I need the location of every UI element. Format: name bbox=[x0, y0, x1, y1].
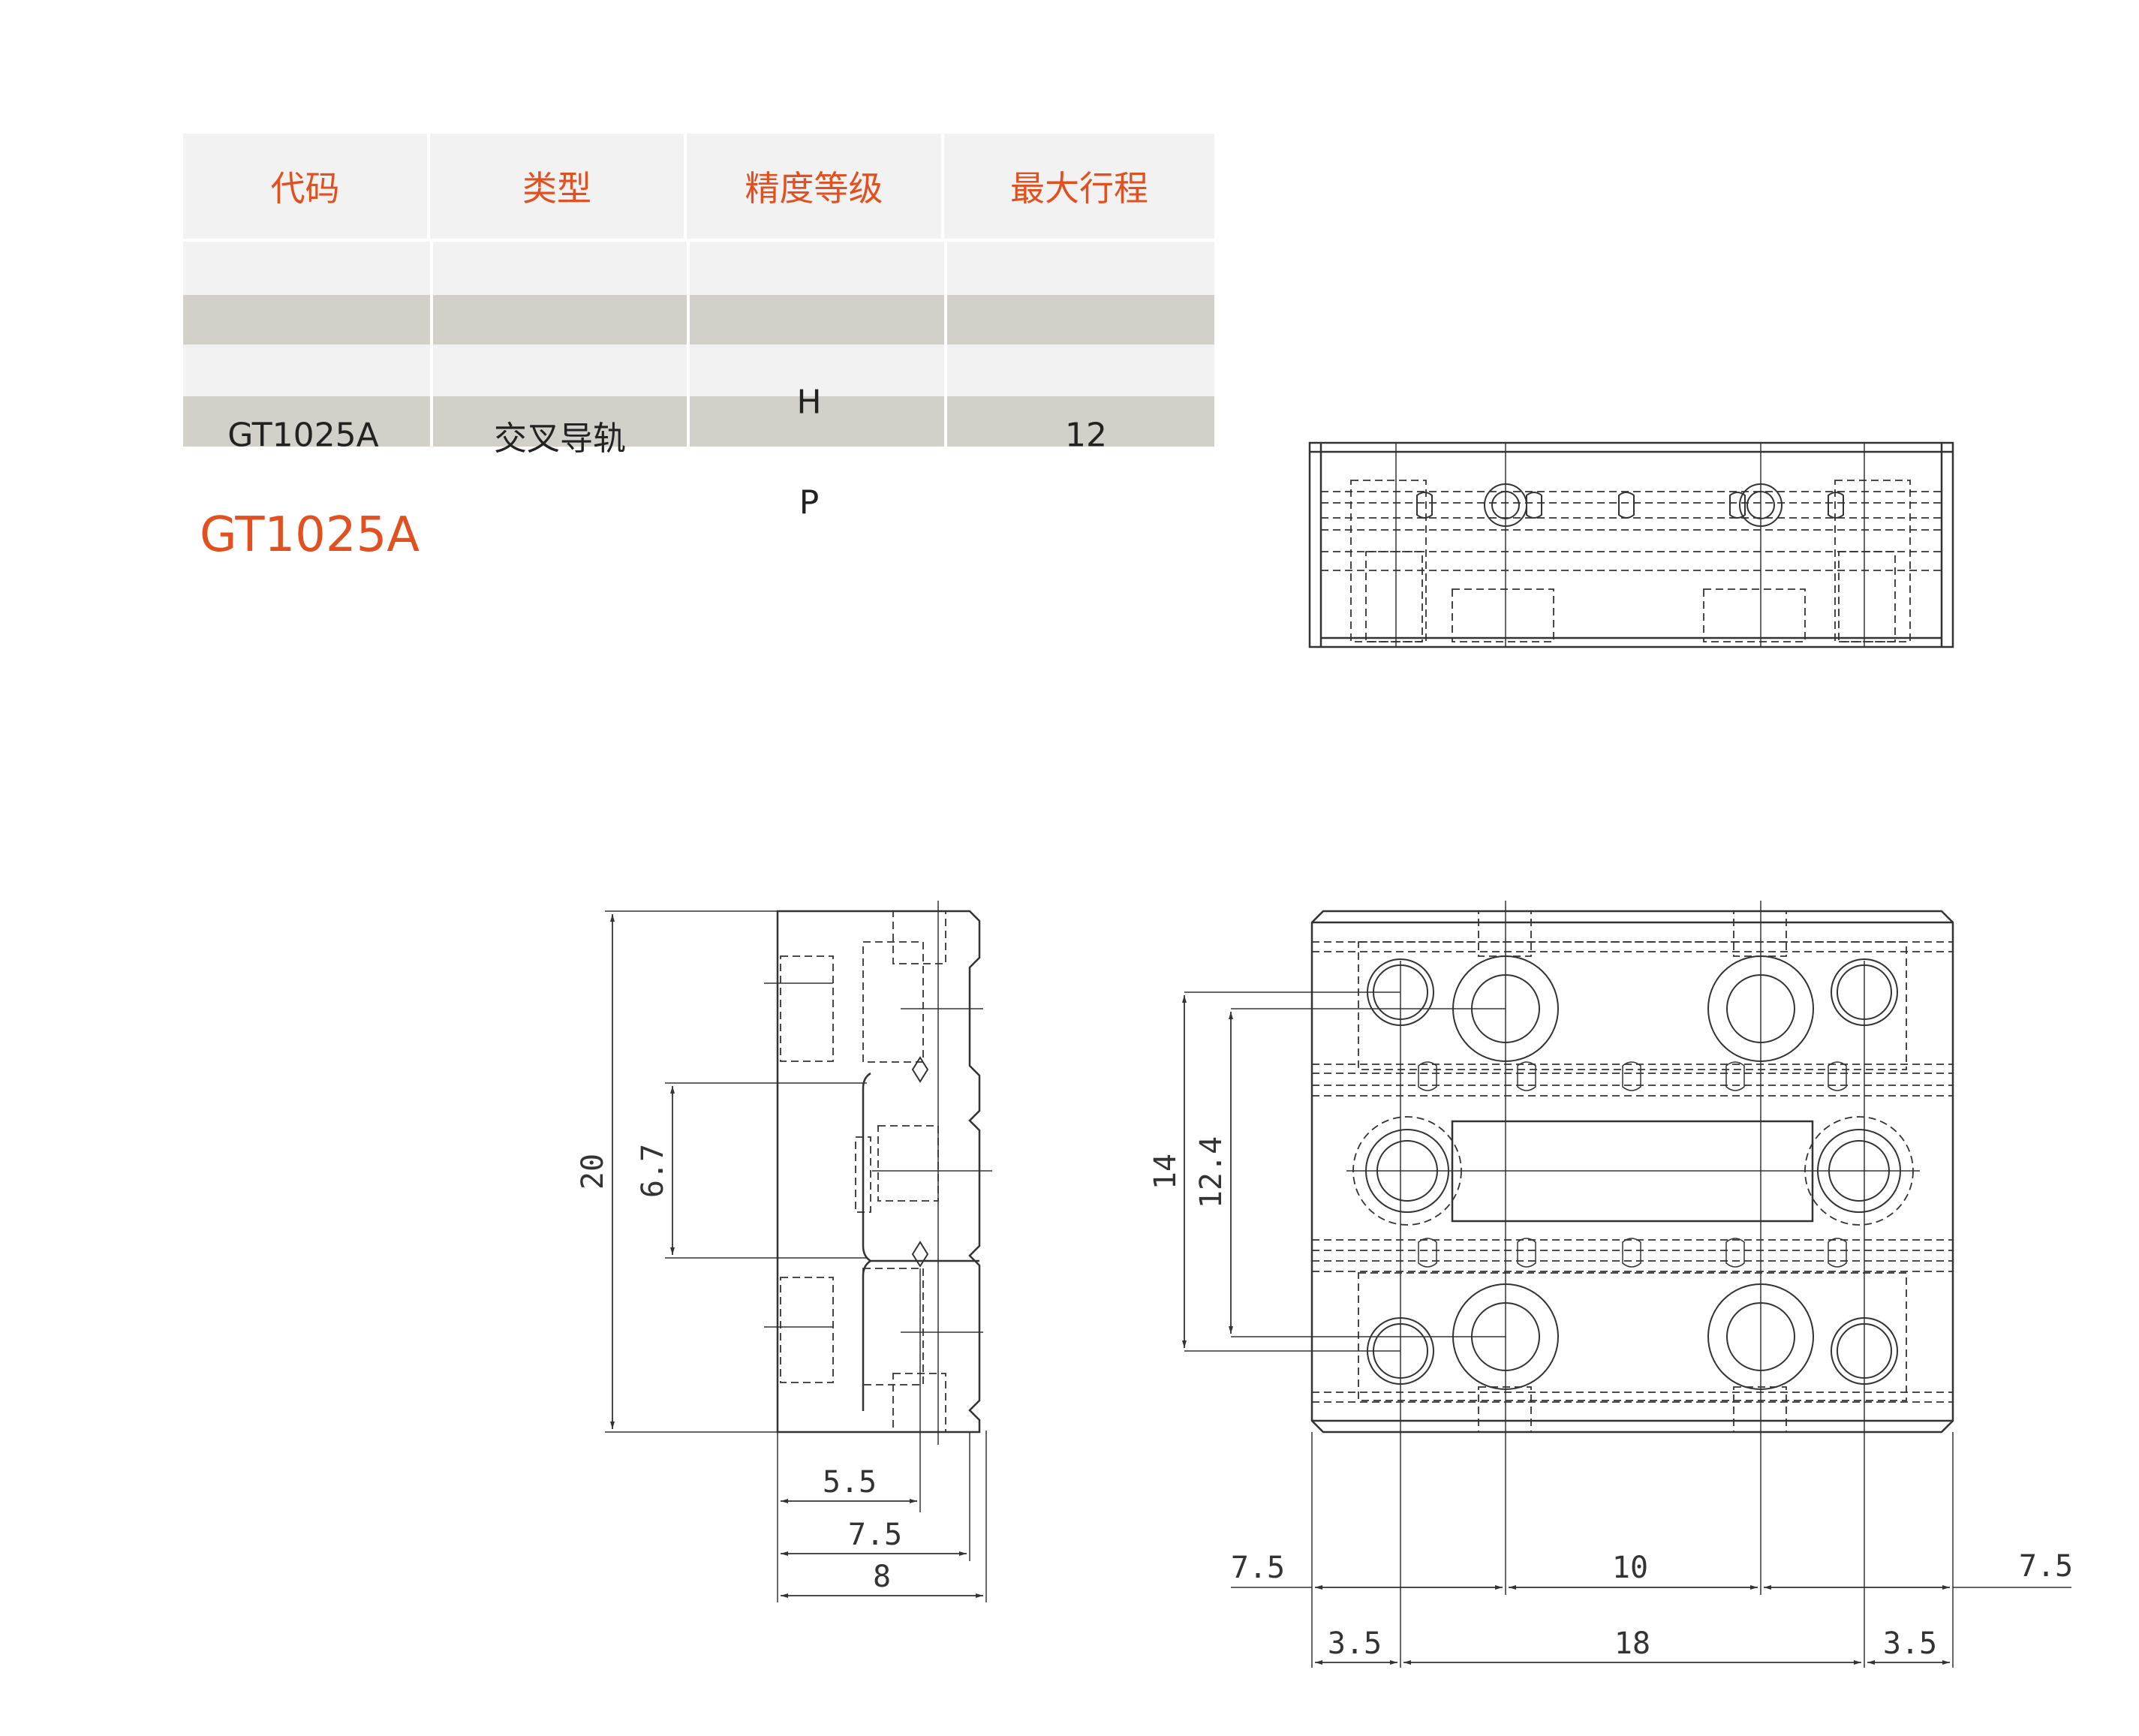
header-precision: 精度等级 bbox=[687, 134, 944, 239]
dim-side-height: 20 bbox=[576, 1154, 610, 1190]
cell-precision-h: H bbox=[796, 383, 822, 422]
cell-precision-p: P bbox=[799, 483, 820, 522]
table-header: 代码 类型 精度等级 最大行程 bbox=[183, 134, 1214, 239]
dim-front-bot-right: 3.5 bbox=[1883, 1626, 1937, 1661]
header-max-stroke: 最大行程 bbox=[1010, 168, 1148, 209]
header-type: 类型 bbox=[430, 134, 687, 239]
side-view bbox=[605, 901, 992, 1602]
dim-front-top-mid: 10 bbox=[1612, 1551, 1648, 1585]
dim-front-top-left: 7.5 bbox=[1231, 1551, 1285, 1585]
cell-max-stroke: 12 bbox=[1065, 416, 1107, 455]
table-row: GT1025A 交叉导轨 H P 12 bbox=[183, 239, 1214, 522]
dim-side-w2: 7.5 bbox=[848, 1518, 902, 1552]
spec-table: 代码 类型 精度等级 最大行程 GT1025A 交叉导轨 H P 12 bbox=[183, 134, 1214, 522]
dim-side-w3: 8 bbox=[873, 1560, 891, 1594]
cell-code: GT1025A bbox=[227, 416, 379, 455]
dim-front-h1: 14 bbox=[1148, 1154, 1183, 1190]
header-code: 代码 bbox=[183, 134, 430, 239]
dim-front-bot-left: 3.5 bbox=[1328, 1626, 1382, 1661]
model-title: GT1025A bbox=[200, 507, 420, 563]
front-view bbox=[1182, 901, 2071, 1668]
top-view bbox=[1308, 441, 1954, 648]
dim-side-inner-height: 6.7 bbox=[636, 1144, 670, 1198]
dim-side-w1: 5.5 bbox=[823, 1465, 877, 1500]
dim-front-h2: 12.4 bbox=[1194, 1136, 1229, 1208]
dim-front-bot-mid: 18 bbox=[1614, 1626, 1650, 1661]
dim-front-top-right: 7.5 bbox=[2019, 1549, 2073, 1584]
cell-type: 交叉导轨 bbox=[494, 420, 626, 458]
